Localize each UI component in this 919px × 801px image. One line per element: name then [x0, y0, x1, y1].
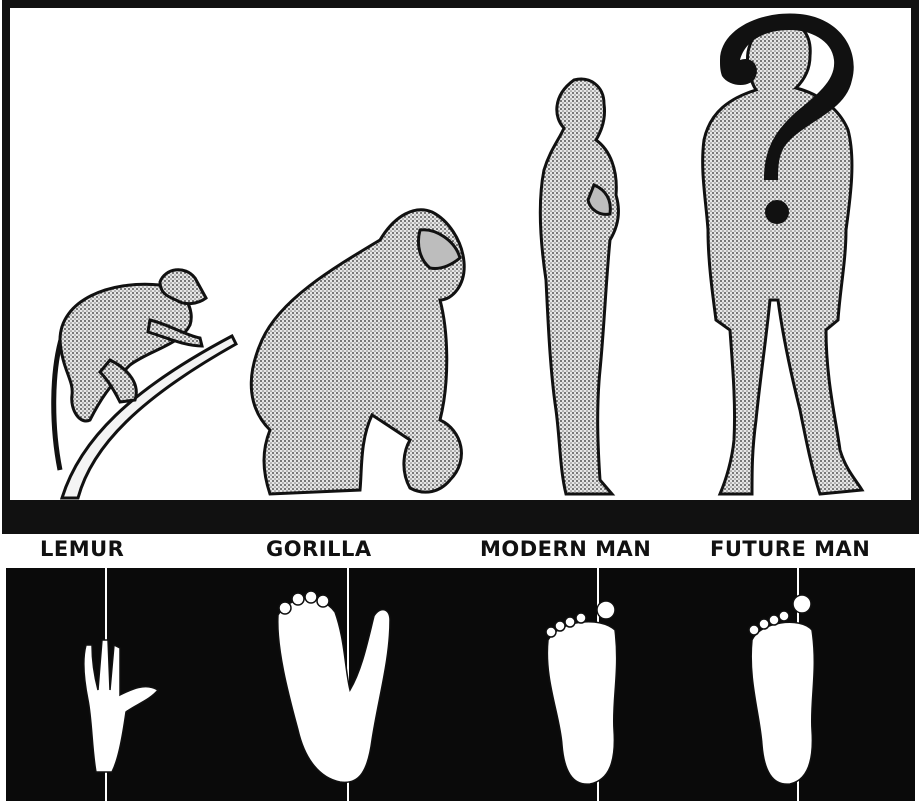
label-gorilla: GORILLA [266, 537, 372, 565]
label-modern-man: MODERN MAN [480, 537, 651, 565]
label-lemur: LEMUR [40, 537, 124, 565]
label-future-man: FUTURE MAN [710, 537, 870, 565]
